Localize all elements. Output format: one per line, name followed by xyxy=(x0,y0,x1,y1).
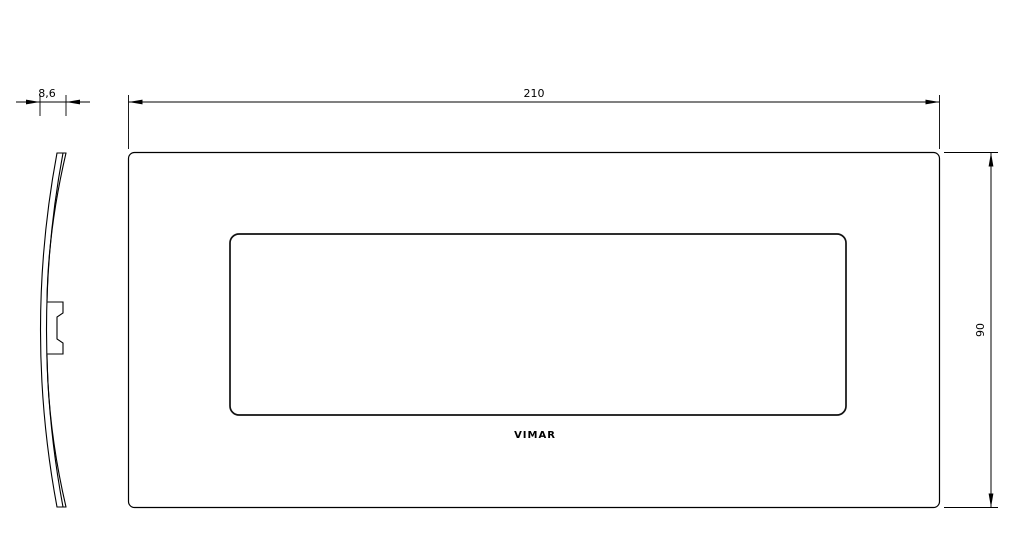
dimension-depth: 8,6 xyxy=(16,87,90,116)
profile-back-upper-curve xyxy=(46,152,67,302)
arrowhead-left xyxy=(26,99,40,105)
dimension-label-depth: 8,6 xyxy=(38,87,56,100)
arrowhead-right xyxy=(925,99,940,105)
profile-mounting-claw xyxy=(46,301,64,355)
brand-logo-text: VIMAR xyxy=(514,430,556,441)
arrowhead-top xyxy=(988,152,994,167)
profile-inner-curve xyxy=(45,152,64,508)
dimension-height: 90 xyxy=(944,152,998,508)
plate-opening-outline xyxy=(229,233,847,416)
front-view: VIMAR xyxy=(127,151,941,509)
profile-back-lower-curve xyxy=(46,354,67,508)
arrowhead-bottom xyxy=(988,493,994,508)
dimension-width: 210 xyxy=(128,87,940,149)
profile-outer-curve xyxy=(39,152,58,508)
side-profile-view xyxy=(39,152,67,508)
dimension-label-height: 90 xyxy=(974,323,987,337)
plate-outer-outline xyxy=(127,151,941,509)
dimension-label-width: 210 xyxy=(524,87,545,100)
arrowhead-right xyxy=(66,99,80,105)
arrowhead-left xyxy=(128,99,143,105)
